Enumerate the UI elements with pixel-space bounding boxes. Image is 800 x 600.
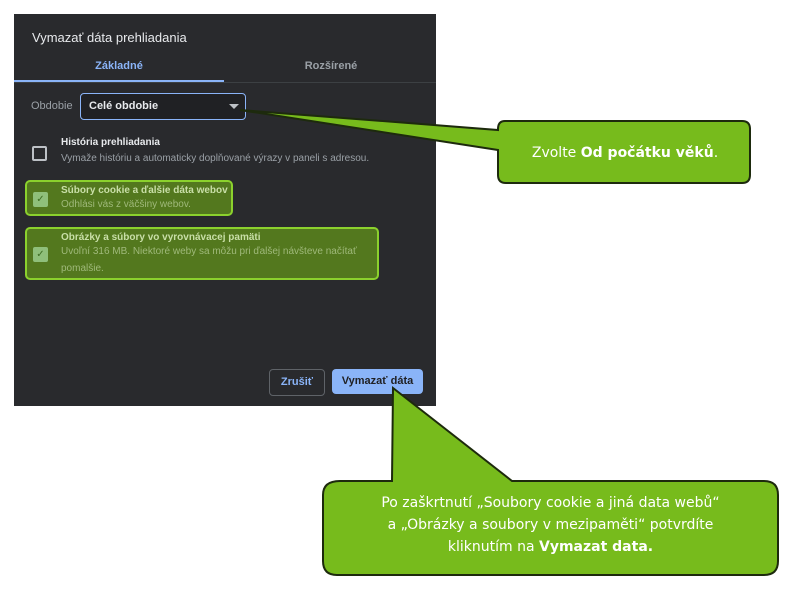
cache-option[interactable]: ✓ Obrázky a súbory vo vyrovnávacej pamät… <box>25 227 379 280</box>
period-select[interactable]: Celé obdobie <box>80 93 246 120</box>
cookies-description: Odhlási vás z väčšiny webov. <box>61 199 191 210</box>
callout-period-prefix: Zvolte <box>531 145 581 161</box>
callout-period-suffix: . <box>713 145 719 161</box>
cache-checkbox[interactable]: ✓ <box>33 247 48 262</box>
history-checkbox[interactable] <box>32 146 47 161</box>
history-title: História prehliadania <box>61 137 160 148</box>
cache-title: Obrázky a súbory vo vyrovnávacej pamäti <box>61 232 261 243</box>
callout-period-bold: Od počátku věků <box>580 145 714 161</box>
callout-confirm-text: Po zaškrtnutí „Soubory cookie a jiná dat… <box>323 492 778 558</box>
period-label: Obdobie <box>31 100 73 112</box>
callout-period-text: Zvolte Od počátku věků. <box>500 145 750 161</box>
tab-bar: Základné Rozšírené <box>14 56 436 83</box>
checkmark-icon: ✓ <box>36 249 45 260</box>
history-option[interactable]: História prehliadania Vymaže históriu a … <box>14 134 434 170</box>
cookies-title: Súbory cookie a ďalšie dáta webov <box>61 185 228 196</box>
chevron-down-icon <box>229 104 239 109</box>
cancel-button[interactable]: Zrušiť <box>269 369 325 396</box>
cookies-checkbox[interactable]: ✓ <box>33 192 48 207</box>
cookies-option[interactable]: ✓ Súbory cookie a ďalšie dáta webov Odhl… <box>25 180 233 216</box>
callout-confirm-line3: kliknutím na Vymazat data. <box>323 536 778 558</box>
callout-confirm-line2: a „Obrázky a soubory v mezipaměti“ potvr… <box>387 517 714 533</box>
tab-advanced[interactable]: Rozšírené <box>304 60 358 72</box>
period-value: Celé obdobie <box>89 100 159 112</box>
cache-description: Uvoľní 316 MB. Niektoré weby sa môžu pri… <box>61 246 357 274</box>
clear-browsing-data-dialog: Vymazať dáta prehliadania Základné Rozší… <box>14 14 436 406</box>
callout-confirm-shape <box>322 385 779 576</box>
dialog-title: Vymazať dáta prehliadania <box>32 30 187 45</box>
tab-basic[interactable]: Základné <box>14 60 224 82</box>
history-description: Vymaže históriu a automaticky doplňované… <box>61 153 370 164</box>
checkmark-icon: ✓ <box>36 194 45 205</box>
callout-confirm-line3-bold: Vymazat data. <box>539 539 654 555</box>
callout-confirm-line3-prefix: kliknutím na <box>447 539 539 555</box>
callout-period-shape <box>239 109 751 184</box>
callout-confirm-line1: Po zaškrtnutí „Soubory cookie a jiná dat… <box>381 495 720 511</box>
clear-data-button[interactable]: Vymazať dáta <box>332 369 423 394</box>
